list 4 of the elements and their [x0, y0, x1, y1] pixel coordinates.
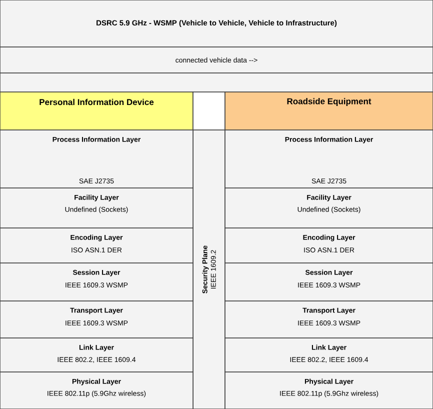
- column-header: Personal Information Device: [0, 92, 194, 130]
- banner-box: [0, 72, 433, 92]
- banner-box: [192, 92, 226, 130]
- column-header: Roadside Equipment: [224, 92, 433, 130]
